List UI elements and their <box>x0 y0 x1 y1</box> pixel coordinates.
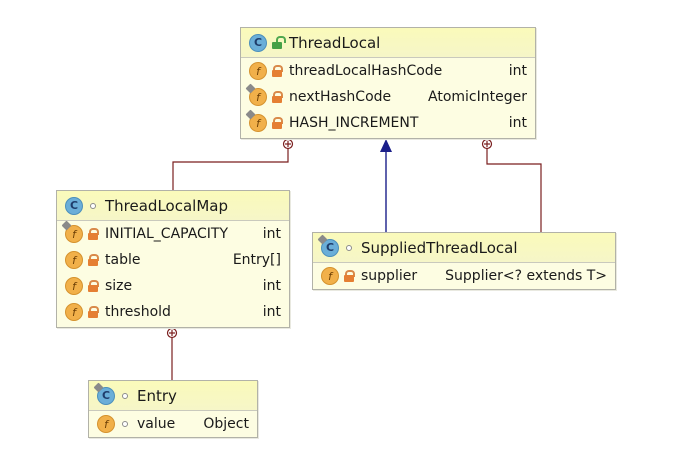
package-visibility-icon <box>343 241 355 255</box>
class-icon: C <box>65 196 83 215</box>
field-name: HASH_INCREMENT <box>289 115 419 131</box>
class-box-threadlocalmap[interactable]: C ThreadLocalMap f INITIAL_CAPACITY int … <box>56 190 290 328</box>
field-type: int <box>262 226 281 242</box>
field-icon: f <box>97 415 115 433</box>
static-field-icon: f <box>245 109 267 132</box>
class-header: C Entry <box>89 381 257 411</box>
field-row: f threshold int <box>57 299 289 325</box>
field-type: int <box>508 63 527 79</box>
field-icon: f <box>321 267 339 285</box>
class-icon: C <box>249 33 267 52</box>
package-visibility-icon <box>119 389 131 403</box>
field-icon: f <box>65 303 83 321</box>
field-row: f threadLocalHashCode int <box>241 58 535 84</box>
package-visibility-icon <box>87 199 99 213</box>
class-name: SuppliedThreadLocal <box>361 238 518 257</box>
static-field-icon: f <box>245 83 267 106</box>
private-lock-icon <box>87 279 99 293</box>
static-class-icon: C <box>317 234 339 257</box>
private-lock-icon <box>87 227 99 241</box>
class-box-suppliedthreadlocal[interactable]: C SuppliedThreadLocal f supplier Supplie… <box>312 232 616 290</box>
field-row: f nextHashCode AtomicInteger <box>241 83 535 110</box>
class-name: ThreadLocal <box>289 33 381 52</box>
private-lock-icon <box>271 90 283 104</box>
class-name: Entry <box>137 386 177 405</box>
field-name: threadLocalHashCode <box>289 63 443 79</box>
private-lock-icon <box>343 269 355 283</box>
extends-arrowhead <box>380 139 392 152</box>
field-icon: f <box>249 62 267 80</box>
class-box-entry[interactable]: C Entry f value Object <box>88 380 258 438</box>
field-name: threshold <box>105 304 171 320</box>
field-icon: f <box>65 251 83 269</box>
static-marker-icon <box>61 220 72 231</box>
field-type: Entry[] <box>232 252 281 268</box>
field-name: value <box>137 416 176 432</box>
field-row: f table Entry[] <box>57 247 289 273</box>
static-field-icon: f <box>61 220 83 243</box>
field-row: f size int <box>57 273 289 299</box>
inner-class-line-threadlocalmap <box>172 144 289 190</box>
static-marker-icon <box>245 109 256 120</box>
field-row: f INITIAL_CAPACITY int <box>57 220 289 247</box>
field-type: int <box>262 278 281 294</box>
field-name: table <box>105 252 141 268</box>
field-type: Object <box>203 416 249 432</box>
static-marker-icon <box>245 83 256 94</box>
private-lock-icon <box>87 305 99 319</box>
field-row: f supplier Supplier<? extends T> <box>313 263 615 289</box>
field-type: Supplier<? extends T> <box>445 268 607 284</box>
field-row: f value Object <box>89 411 257 437</box>
class-header: C ThreadLocalMap <box>57 191 289 221</box>
inner-class-line-suppliedthreadlocal <box>486 144 542 232</box>
field-name: nextHashCode <box>289 89 392 105</box>
field-row: f HASH_INCREMENT int <box>241 109 535 136</box>
class-header: C SuppliedThreadLocal <box>313 233 615 263</box>
field-type: int <box>508 115 527 131</box>
field-name: size <box>105 278 133 294</box>
field-name: supplier <box>361 268 418 284</box>
private-lock-icon <box>271 64 283 78</box>
class-header: C ThreadLocal <box>241 28 535 58</box>
field-name: INITIAL_CAPACITY <box>105 226 229 242</box>
field-icon: f <box>65 277 83 295</box>
field-type: int <box>262 304 281 320</box>
package-visibility-icon <box>119 417 131 431</box>
inner-class-marker-threadlocalmap <box>282 138 294 150</box>
private-lock-icon <box>87 253 99 267</box>
public-open-lock-icon <box>271 35 286 50</box>
class-box-threadlocal[interactable]: C ThreadLocal f threadLocalHashCode int … <box>240 27 536 139</box>
private-lock-icon <box>271 116 283 130</box>
inner-class-marker-entry <box>166 327 178 339</box>
field-type: AtomicInteger <box>428 89 527 105</box>
inner-class-marker-suppliedthreadlocal <box>481 138 493 150</box>
static-class-icon: C <box>93 382 115 405</box>
class-name: ThreadLocalMap <box>105 196 228 215</box>
